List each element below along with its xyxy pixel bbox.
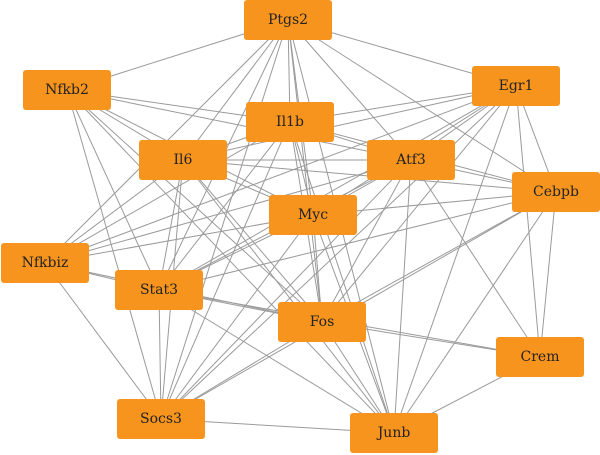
edge-cebpb-crem <box>539 191 557 358</box>
edge-atf3-nfkbiz <box>44 159 412 264</box>
edge-atf3-crem <box>410 159 541 358</box>
edge-il6-stat3 <box>158 159 184 291</box>
edge-atf3-fos <box>321 159 412 323</box>
edge-il1b-junb <box>289 121 395 434</box>
edge-egr1-crem <box>515 85 541 358</box>
edge-ptgs2-atf3 <box>287 19 412 161</box>
node-fos[interactable]: Fos <box>278 302 366 342</box>
edge-egr1-stat3 <box>158 85 517 291</box>
node-nfkb2[interactable]: Nfkb2 <box>23 70 111 110</box>
node-ptgs2[interactable]: Ptgs2 <box>244 0 332 40</box>
node-il1b[interactable]: Il1b <box>246 102 334 142</box>
edge-ptgs2-fos <box>287 19 323 323</box>
edge-il1b-nfkbiz <box>44 121 291 264</box>
edge-stat3-junb <box>158 289 395 434</box>
node-nfkbiz[interactable]: Nfkbiz <box>1 243 89 283</box>
edge-ptgs2-il6 <box>182 19 289 161</box>
edge-il1b-stat3 <box>158 121 291 291</box>
edge-il6-junb <box>182 159 395 434</box>
node-cebpb[interactable]: Cebpb <box>512 172 600 212</box>
edge-nfkb2-fos <box>66 89 323 323</box>
edge-il6-fos <box>182 159 323 323</box>
edge-cebpb-fos <box>321 191 557 323</box>
edge-ptgs2-cebpb <box>287 19 557 193</box>
node-myc[interactable]: Myc <box>269 195 357 235</box>
edge-atf3-socs3 <box>160 159 412 420</box>
edge-cebpb-stat3 <box>158 191 557 291</box>
edge-ptgs2-socs3 <box>160 19 289 420</box>
edge-egr1-socs3 <box>160 85 517 420</box>
edge-nfkb2-atf3 <box>66 89 412 161</box>
node-il6[interactable]: Il6 <box>139 140 227 180</box>
edge-nfkb2-stat3 <box>66 89 160 291</box>
edge-egr1-junb <box>393 85 517 434</box>
node-socs3[interactable]: Socs3 <box>117 399 205 439</box>
edge-nfkb2-junb <box>66 89 395 434</box>
node-egr1[interactable]: Egr1 <box>472 66 560 106</box>
edge-egr1-fos <box>321 85 517 323</box>
node-atf3[interactable]: Atf3 <box>367 140 455 180</box>
edge-nfkb2-socs3 <box>66 89 162 420</box>
edge-stat3-socs3 <box>158 289 162 420</box>
edge-egr1-nfkbiz <box>44 85 517 264</box>
node-crem[interactable]: Crem <box>496 337 584 377</box>
node-junb[interactable]: Junb <box>350 413 438 453</box>
edge-egr1-il6 <box>182 85 517 161</box>
edge-il1b-socs3 <box>160 121 291 420</box>
edge-myc-nfkbiz <box>44 214 314 264</box>
edge-myc-socs3 <box>160 214 314 420</box>
edge-nfkbiz-socs3 <box>44 262 162 420</box>
node-stat3[interactable]: Stat3 <box>115 270 203 310</box>
edge-cebpb-junb <box>393 191 557 434</box>
